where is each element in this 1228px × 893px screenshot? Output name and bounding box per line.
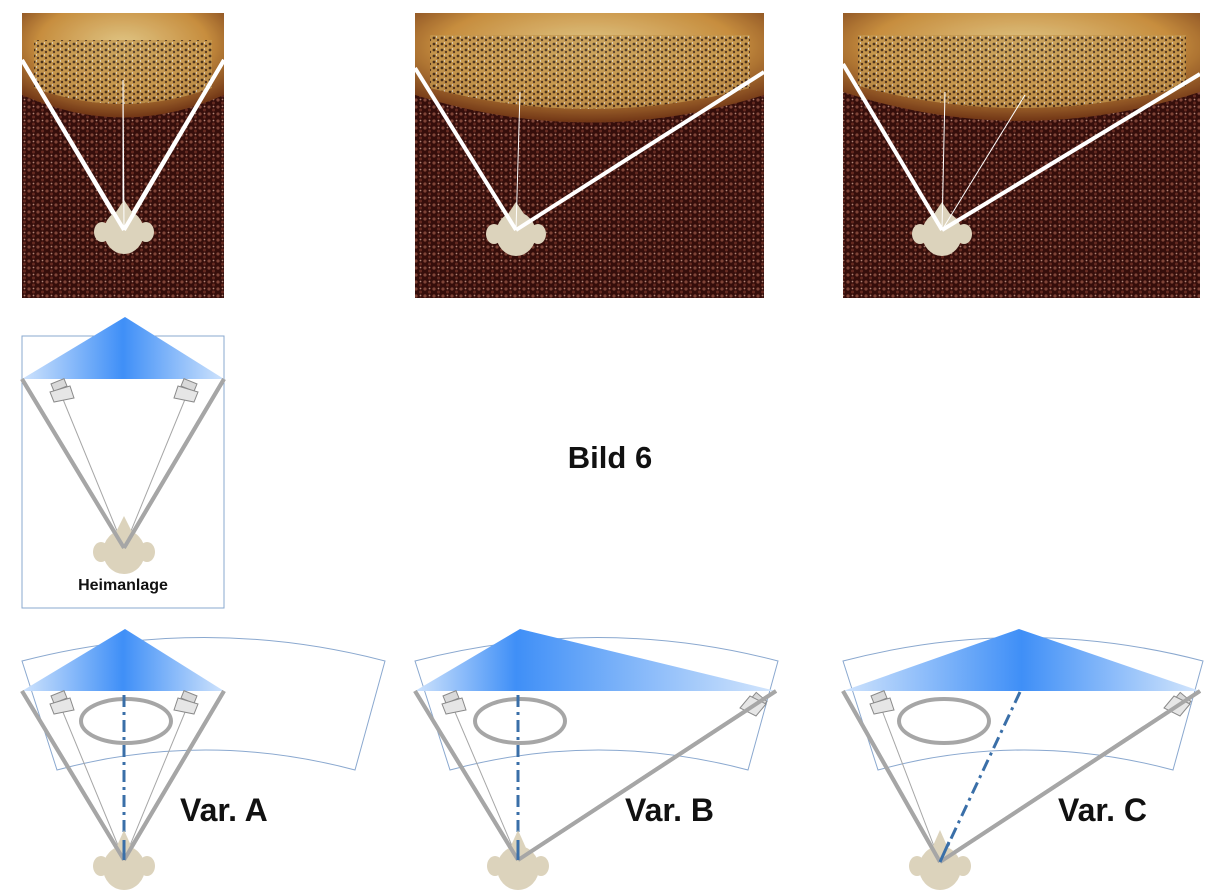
listener-head-photo-a: [20, 58, 226, 254]
speaker-icon: [49, 378, 75, 403]
speaker-icon: [441, 690, 467, 715]
speaker-icon: [173, 690, 199, 715]
figure-title: Bild 6: [567, 440, 653, 475]
listener-head-photo-b: [413, 66, 766, 256]
listener-head-photo-c: [841, 62, 1202, 256]
var-b-label: Var. B: [625, 792, 714, 828]
concert-photo-b: [415, 13, 764, 298]
var-c-diagram: [841, 629, 1204, 890]
speaker-icon: [173, 378, 199, 403]
var-a-label: Var. A: [180, 792, 268, 828]
home-diagram: [20, 317, 226, 609]
concert-photo-a: [22, 13, 224, 298]
listener-head-icon: [413, 689, 778, 890]
speaker-icon: [869, 690, 895, 715]
listener-head-icon: [20, 377, 226, 574]
concert-photo-c: [843, 13, 1200, 298]
var-a-diagram: [20, 629, 386, 890]
listener-head-icon: [20, 689, 226, 890]
listener-head-icon: [841, 689, 1202, 890]
speaker-icon: [49, 690, 75, 715]
var-b-diagram: [413, 629, 779, 890]
var-c-label: Var. C: [1058, 792, 1147, 828]
home-label: Heimanlage: [78, 577, 168, 594]
